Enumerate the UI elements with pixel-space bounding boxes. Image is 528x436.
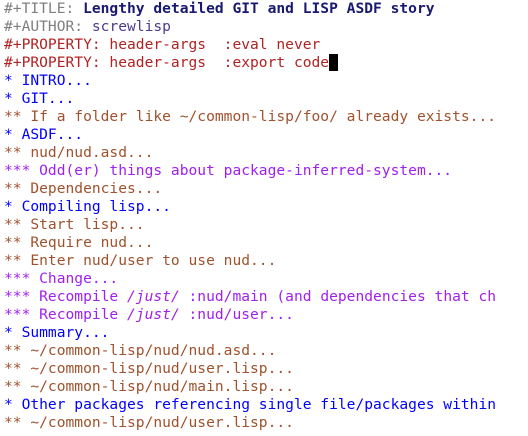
heading-text: ** ~/common-lisp/nud/nud.asd... xyxy=(4,342,277,359)
heading-text: * Compiling lisp... xyxy=(4,198,171,215)
title-keyword: #+TITLE: xyxy=(4,0,84,17)
heading-text: *** Change... xyxy=(4,270,119,287)
outline-heading[interactable]: * INTRO... xyxy=(0,72,528,90)
heading-italic-text: /just/ xyxy=(127,288,180,305)
heading-text: ** Require nud... xyxy=(4,234,154,251)
outline-heading[interactable]: ** Start lisp... xyxy=(0,216,528,234)
heading-text: ** Dependencies... xyxy=(4,180,163,197)
outline-heading[interactable]: *** Change... xyxy=(0,270,528,288)
heading-text: *** Recompile xyxy=(4,288,128,305)
text-cursor xyxy=(329,54,339,71)
heading-text: ** Start lisp... xyxy=(4,216,145,233)
outline-heading[interactable]: * Summary... xyxy=(0,324,528,342)
outline-heading[interactable]: ** Dependencies... xyxy=(0,180,528,198)
outline-headings: * INTRO...* GIT...** If a folder like ~/… xyxy=(0,72,528,432)
outline-heading[interactable]: * ASDF... xyxy=(0,126,528,144)
property-line[interactable]: #+PROPERTY: header-args :eval never xyxy=(0,36,528,54)
outline-heading[interactable]: * Compiling lisp... xyxy=(0,198,528,216)
outline-heading[interactable]: ** Enter nud/user to use nud... xyxy=(0,252,528,270)
heading-text: * Other packages referencing single file… xyxy=(4,396,497,413)
outline-heading[interactable]: ** ~/common-lisp/nud/main.lisp... xyxy=(0,378,528,396)
heading-text: ** ~/common-lisp/nud/main.lisp... xyxy=(4,378,294,395)
heading-text: * ASDF... xyxy=(4,126,84,143)
heading-text: :nud/main (and dependencies that ch xyxy=(179,288,497,305)
heading-text: ** ~/common-lisp/nud/user.lisp... xyxy=(4,360,294,377)
outline-heading[interactable]: ** If a folder like ~/common-lisp/foo/ a… xyxy=(0,108,528,126)
outline-heading[interactable]: ** nud/nud.asd... xyxy=(0,144,528,162)
outline-heading[interactable]: ** ~/common-lisp/nud/nud.asd... xyxy=(0,342,528,360)
heading-text: * INTRO... xyxy=(4,72,92,89)
heading-text: * GIT... xyxy=(4,90,75,107)
property-text: #+PROPERTY: header-args :export code xyxy=(4,54,330,71)
document-title: Lengthy detailed GIT and LISP ASDF story xyxy=(83,0,435,17)
heading-text: ** Enter nud/user to use nud... xyxy=(4,252,277,269)
heading-text: ** ~/common-lisp/nud/user.lisp... xyxy=(4,414,294,431)
outline-heading[interactable]: ** ~/common-lisp/nud/user.lisp... xyxy=(0,360,528,378)
property-text: #+PROPERTY: header-args :eval never xyxy=(4,36,321,53)
outline-heading[interactable]: * Other packages referencing single file… xyxy=(0,396,528,414)
author-line[interactable]: #+AUTHOR: screwlisp xyxy=(0,18,528,36)
outline-heading[interactable]: *** Recompile /just/ :nud/user... xyxy=(0,306,528,324)
outline-heading[interactable]: *** Odd(er) things about package-inferre… xyxy=(0,162,528,180)
title-line[interactable]: #+TITLE: Lengthy detailed GIT and LISP A… xyxy=(0,0,528,18)
property-line[interactable]: #+PROPERTY: header-args :export code xyxy=(0,54,528,72)
heading-text: *** Recompile xyxy=(4,306,128,323)
document-author: screwlisp xyxy=(91,18,171,35)
outline-heading[interactable]: *** Recompile /just/ :nud/main (and depe… xyxy=(0,288,528,306)
author-keyword: #+AUTHOR: xyxy=(4,18,92,35)
heading-text: :nud/user... xyxy=(179,306,294,323)
heading-text: *** Odd(er) things about package-inferre… xyxy=(4,162,453,179)
outline-heading[interactable]: ** ~/common-lisp/nud/user.lisp... xyxy=(0,414,528,432)
outline-heading[interactable]: * GIT... xyxy=(0,90,528,108)
heading-text: ** nud/nud.asd... xyxy=(4,144,154,161)
heading-italic-text: /just/ xyxy=(127,306,180,323)
outline-heading[interactable]: ** Require nud... xyxy=(0,234,528,252)
heading-text: * Summary... xyxy=(4,324,110,341)
heading-text: ** If a folder like ~/common-lisp/foo/ a… xyxy=(4,108,497,125)
